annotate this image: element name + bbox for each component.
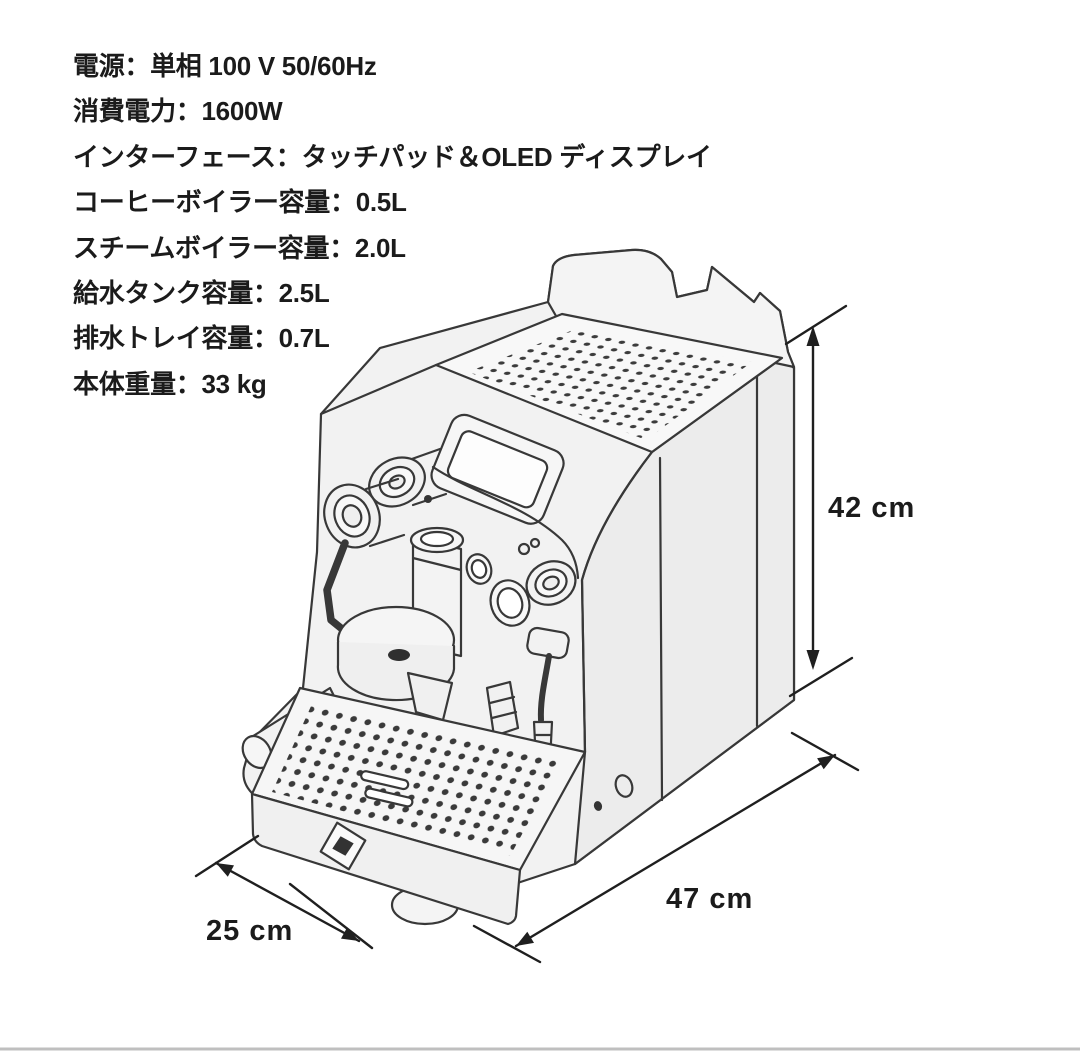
- drip-tray-perforations: [272, 704, 562, 856]
- spec-text-block: 電源：単相 100 V 50/60Hz 消費電力：1600W インターフェース：…: [73, 44, 712, 407]
- spec-water-tank: 給水タンク容量：2.5L: [73, 277, 330, 308]
- spec-power: 電源：単相 100 V 50/60Hz: [73, 51, 377, 81]
- panel-dot: [424, 495, 432, 503]
- wand-grip: [485, 680, 520, 738]
- depth-witness-sw: [472, 924, 542, 964]
- group-outlet: [388, 649, 410, 661]
- front-panel-contour: [431, 465, 580, 580]
- width-witness-se: [288, 882, 374, 950]
- spec-interface: インターフェース：タッチパッド＆OLED ディスプレイ: [73, 141, 712, 172]
- width-dimension: 25 cm: [194, 834, 374, 950]
- width-dimension-line: [214, 861, 361, 943]
- depth-dimension-line: [514, 753, 837, 948]
- spec-steam-boiler: スチームボイラー容量：2.0L: [73, 232, 406, 263]
- water-tank-cover: [546, 248, 796, 369]
- side-panel-seam-front: [658, 456, 664, 802]
- pressure-gauge: [489, 579, 531, 627]
- spec-coffee-boiler: コーヒーボイラー容量：0.5L: [73, 187, 407, 218]
- brand-diamond-logo: [319, 821, 367, 871]
- width-witness-nw: [194, 834, 260, 878]
- depth-dimension: 47 cm: [472, 731, 860, 964]
- espresso-machine-illustration: [241, 248, 796, 926]
- height-dimension-label: 42 cm: [828, 492, 915, 524]
- brew-group: [323, 526, 465, 757]
- height-dimension: 42 cm: [784, 304, 915, 698]
- steam-knob-right: [517, 537, 577, 660]
- height-witness-top: [784, 304, 848, 346]
- cup-warmer-perforations: [468, 328, 752, 440]
- drip-tray-assembly: [241, 686, 587, 926]
- pressure-gauge-small: [465, 553, 493, 585]
- spec-consumption: 消費電力：1600W: [73, 96, 283, 127]
- side-panel-dot: [593, 801, 603, 811]
- depth-witness-ne: [790, 731, 860, 772]
- side-panel-hole: [614, 774, 634, 798]
- spec-weight: 本体重量：33 kg: [73, 368, 267, 399]
- steam-knob-lower-left: [323, 477, 406, 549]
- height-witness-bottom: [788, 656, 854, 698]
- spec-drip-tray: 排水トレイ容量：0.7L: [73, 323, 330, 354]
- front-right-crease: [580, 450, 654, 754]
- width-dimension-label: 25 cm: [206, 915, 293, 947]
- tray-slots: [360, 770, 414, 808]
- oled-display: [430, 413, 565, 525]
- depth-dimension-label: 47 cm: [666, 883, 753, 915]
- front-left-crease: [319, 363, 438, 416]
